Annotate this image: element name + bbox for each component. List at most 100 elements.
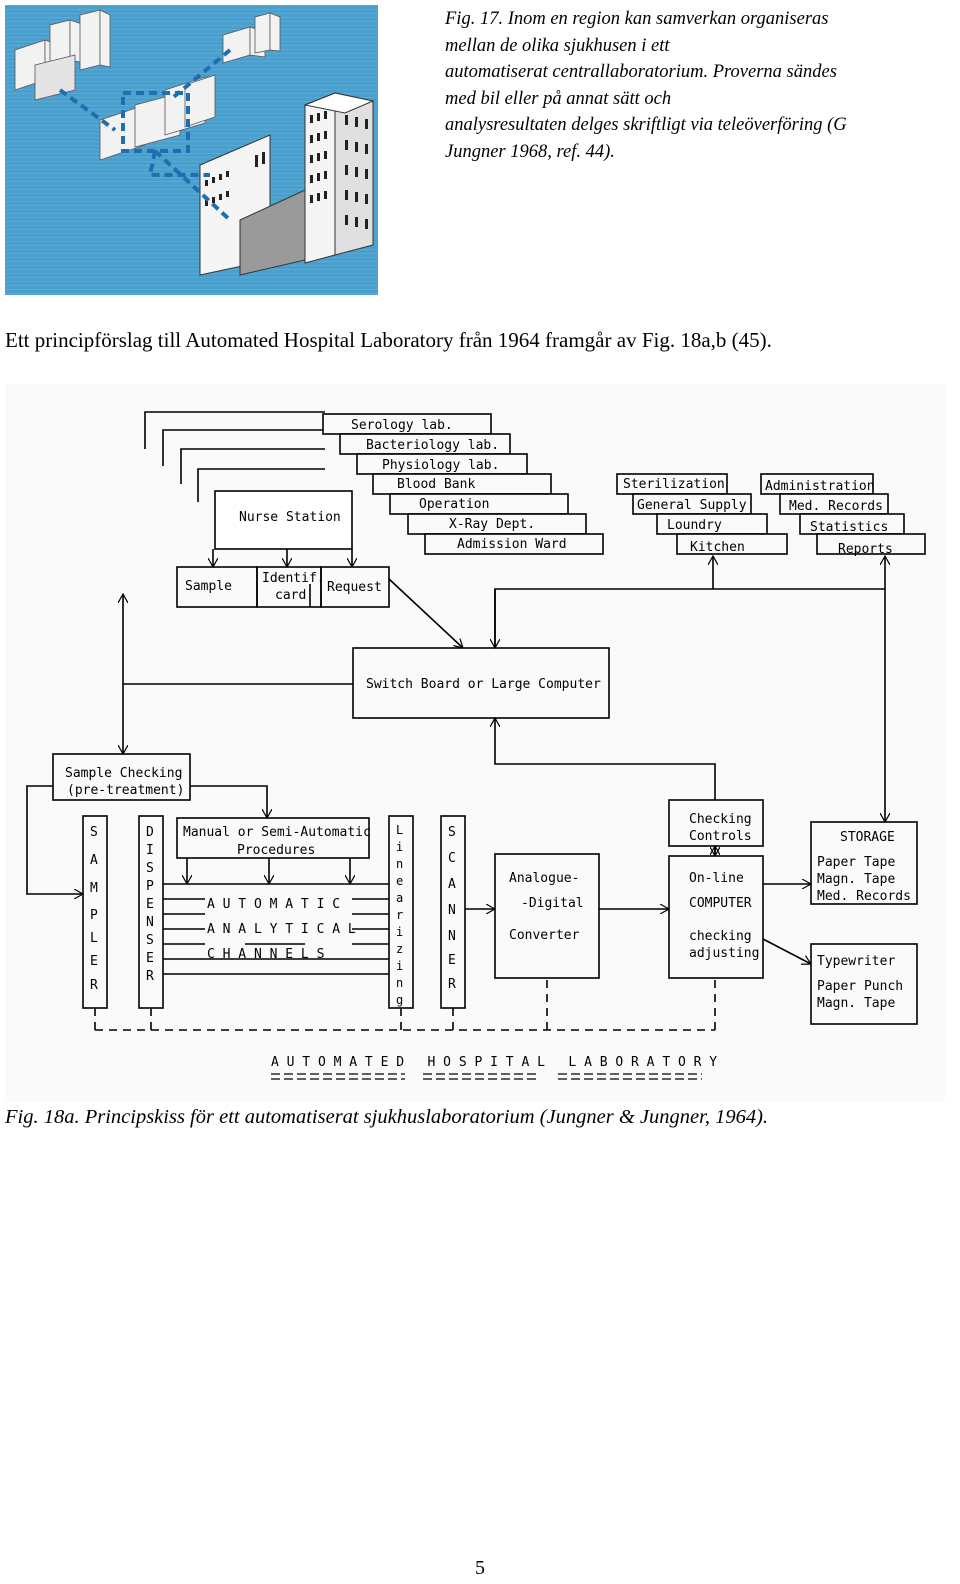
fig17-caption-line: Jungner 1968, ref. 44). — [445, 141, 615, 162]
fig17-caption-line: analysresultaten delges skriftligt via t… — [445, 115, 847, 135]
nurse-station-label: Nurse Station — [239, 510, 341, 525]
typewriter-magn-tape: Magn. Tape — [817, 996, 895, 1011]
request-label: Request — [327, 580, 382, 595]
service-kitchen: Kitchen — [690, 540, 745, 555]
dept-xray: X-Ray Dept. — [449, 517, 535, 532]
manual-procedures-label: Manual or Semi-Automatic — [183, 825, 371, 840]
typewriter-title: Typewriter — [817, 954, 895, 969]
sampler-letter: A — [90, 853, 98, 868]
sample-checking-label: Sample Checking — [65, 766, 182, 781]
procedures-label: Procedures — [237, 843, 315, 858]
sampler-letter: P — [90, 908, 98, 923]
sample-label: Sample — [185, 579, 232, 594]
computer-checking-label: checking — [689, 929, 752, 944]
pre-treatment-label: (pre-treatment) — [67, 783, 184, 798]
linearizing-letters: L i n e a r i z i n g — [396, 823, 403, 1007]
scanner-letter: N — [448, 929, 456, 944]
linearizing-letter: a — [396, 891, 403, 905]
computer-online-label: On-line — [689, 871, 744, 886]
dispenser-letter: S — [146, 933, 154, 948]
storage-magn-tape: Magn. Tape — [817, 872, 895, 887]
service-loundry: Loundry — [667, 518, 722, 533]
switch-board-label: Switch Board or Large Computer — [366, 677, 601, 692]
converter-line-1: Analogue- — [509, 871, 579, 886]
typewriter-paper-punch: Paper Punch — [817, 979, 903, 994]
fig18a-diagram: Serology lab. Bacteriology lab. Physiolo… — [5, 384, 945, 1102]
building-group-middle — [99, 74, 216, 161]
scanner-letter: S — [448, 825, 456, 840]
dispenser-letter: N — [146, 915, 154, 930]
dispenser-letter: I — [146, 843, 154, 858]
page-number: 5 — [475, 1557, 485, 1579]
computer-adjusting-label: adjusting — [689, 946, 759, 961]
linearizing-letter: i — [396, 959, 403, 973]
building-group-left — [14, 9, 111, 101]
dashed-links — [58, 48, 232, 222]
channels-line-1: A U T O M A T I C — [207, 897, 340, 912]
scanner-letter: E — [448, 953, 456, 968]
linearizing-letter: g — [396, 993, 403, 1007]
fig17-illustration — [5, 5, 378, 295]
fig17-caption-line: Fig. 17. Inom en region kan samverkan or… — [445, 9, 829, 29]
dept-bacteriology: Bacteriology lab. — [366, 438, 499, 453]
dept-blood-bank: Blood Bank — [397, 477, 475, 492]
channels-line-3: C H A N N E L S — [207, 947, 324, 962]
building-group-right — [222, 12, 281, 64]
scanner-letter: R — [448, 977, 456, 992]
admin-reports: Reports — [838, 542, 893, 557]
dispenser-letter: R — [146, 969, 154, 984]
scanner-letter: C — [448, 851, 456, 866]
service-sterilization: Sterilization — [623, 477, 725, 492]
admin-statistics: Statistics — [810, 520, 888, 535]
dispenser-letter: E — [146, 897, 154, 912]
checking-label: Checking — [689, 812, 752, 827]
main-building — [199, 92, 375, 276]
converter-line-3: Converter — [509, 928, 580, 943]
bottom-title-underline — [271, 1073, 702, 1080]
body-paragraph: Ett principförslag till Automated Hospit… — [5, 328, 772, 352]
dispenser-letter: D — [146, 825, 154, 840]
linearizing-letter: r — [396, 908, 403, 922]
admin-administration: Administration — [765, 479, 875, 494]
linearizing-letter: e — [396, 874, 403, 888]
channels-line-2: A N A L Y T I C A L — [207, 922, 356, 937]
linearizing-letter: i — [396, 840, 403, 854]
service-general-supply: General Supply — [637, 498, 747, 513]
admin-med-records: Med. Records — [789, 499, 883, 514]
linearizing-letter: i — [396, 925, 403, 939]
dispenser-letter: S — [146, 861, 154, 876]
bottom-title: A U T O M A T E D H O S P I T A L L A B … — [271, 1055, 717, 1070]
dept-serology: Serology lab. — [351, 418, 453, 433]
converter-line-2: -Digital — [521, 896, 584, 911]
fig18-caption: Fig. 18a. Principskiss för ett automatis… — [5, 1106, 769, 1128]
sampler-letter: L — [90, 931, 98, 946]
dispenser-letter: E — [146, 951, 154, 966]
fig17-caption-line: med bil eller på annat sätt och — [445, 88, 672, 109]
fig17-caption: Fig. 17. Inom en region kan samverkan or… — [445, 6, 960, 165]
sampler-letter: R — [90, 978, 98, 993]
sampler-letters: S A M P L E R — [90, 825, 98, 993]
storage-paper-tape: Paper Tape — [817, 855, 895, 870]
sampler-letter: S — [90, 825, 98, 840]
fig17-caption-line: automatiserat centrallaboratorium. Prove… — [445, 62, 837, 82]
scanner-letter: A — [448, 877, 456, 892]
windows — [205, 111, 368, 229]
sampler-letter: M — [90, 881, 98, 896]
scanner-letter: N — [448, 903, 456, 918]
identif-label: Identif. — [262, 571, 325, 586]
dept-operation: Operation — [419, 497, 489, 512]
dept-admission-ward: Admission Ward — [457, 537, 567, 552]
computer-label: COMPUTER — [689, 896, 752, 911]
dispenser-letters: D I S P E N S E R — [146, 825, 154, 984]
linearizing-letter: z — [396, 942, 403, 956]
linearizing-letter: L — [396, 823, 403, 837]
fig17-caption-line: mellan de olika sjukhusen i ett — [445, 35, 670, 56]
linearizing-letter: n — [396, 857, 403, 871]
storage-med-records: Med. Records — [817, 889, 911, 904]
sampler-letter: E — [90, 954, 98, 969]
dispenser-letter: P — [146, 879, 154, 894]
controls-label: Controls — [689, 829, 752, 844]
scanner-letters: S C A N N E R — [448, 825, 456, 992]
dept-physiology: Physiology lab. — [382, 458, 499, 473]
linearizing-letter: n — [396, 976, 403, 990]
